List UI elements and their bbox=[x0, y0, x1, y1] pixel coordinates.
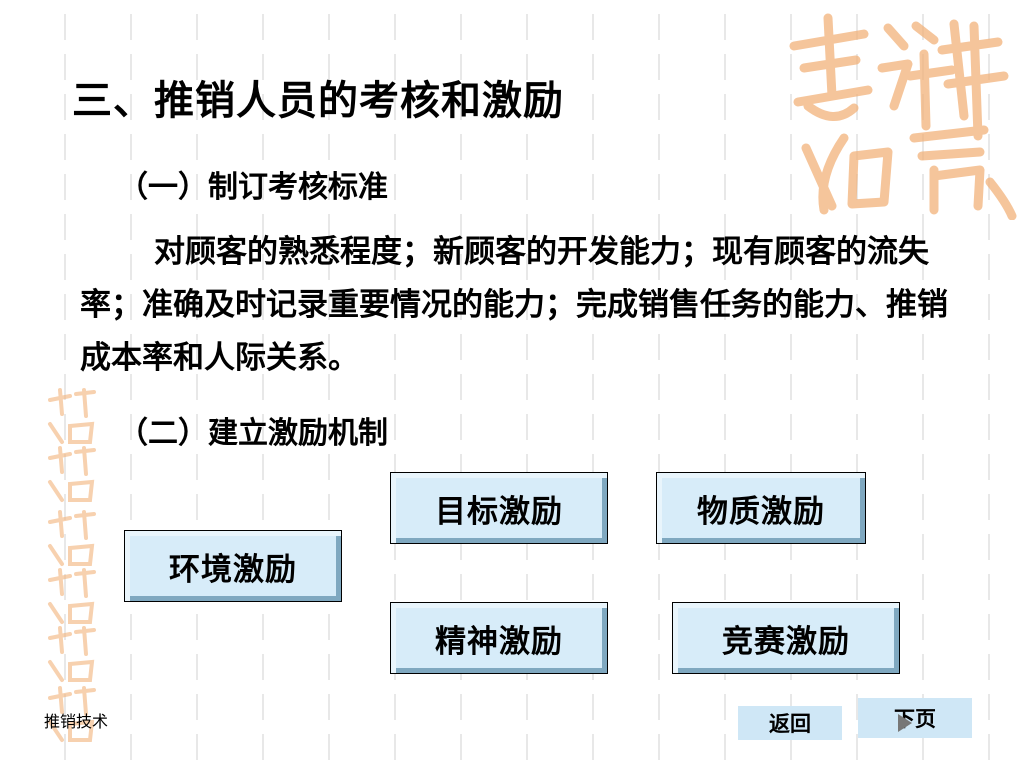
seal-icon bbox=[48, 568, 96, 624]
environment-motivation-box[interactable]: 环境激励 bbox=[124, 530, 342, 602]
slide-title: 三、推销人员的考核和激励 bbox=[72, 77, 564, 124]
section-heading-assessment: （一）制订考核标准 bbox=[118, 170, 388, 205]
assessment-criteria-text: 对顾客的熟悉程度；新顾客的开发能力；现有顾客的流失率；准确及时记录重要情况的能力… bbox=[80, 234, 948, 376]
seal-icon bbox=[48, 686, 96, 742]
seal-icon bbox=[48, 446, 96, 502]
back-button[interactable]: 返回 bbox=[738, 706, 842, 740]
competition-motivation-box[interactable]: 竞赛激励 bbox=[672, 602, 900, 674]
material-motivation-box[interactable]: 物质激励 bbox=[656, 472, 866, 544]
seal-icon bbox=[48, 510, 96, 566]
goal-motivation-box[interactable]: 目标激励 bbox=[390, 472, 608, 544]
seal-icon bbox=[48, 626, 96, 682]
footer-course-label: 推销技术 bbox=[44, 712, 109, 731]
seal-icon bbox=[48, 388, 96, 444]
next-page-button[interactable]: 下页 bbox=[858, 698, 972, 738]
play-icon bbox=[898, 714, 912, 732]
spiritual-motivation-box[interactable]: 精神激励 bbox=[390, 602, 608, 674]
section-heading-motivation: （二）建立激励机制 bbox=[118, 416, 388, 451]
back-button-label: 返回 bbox=[769, 711, 811, 736]
seal-icon bbox=[789, 13, 1017, 220]
